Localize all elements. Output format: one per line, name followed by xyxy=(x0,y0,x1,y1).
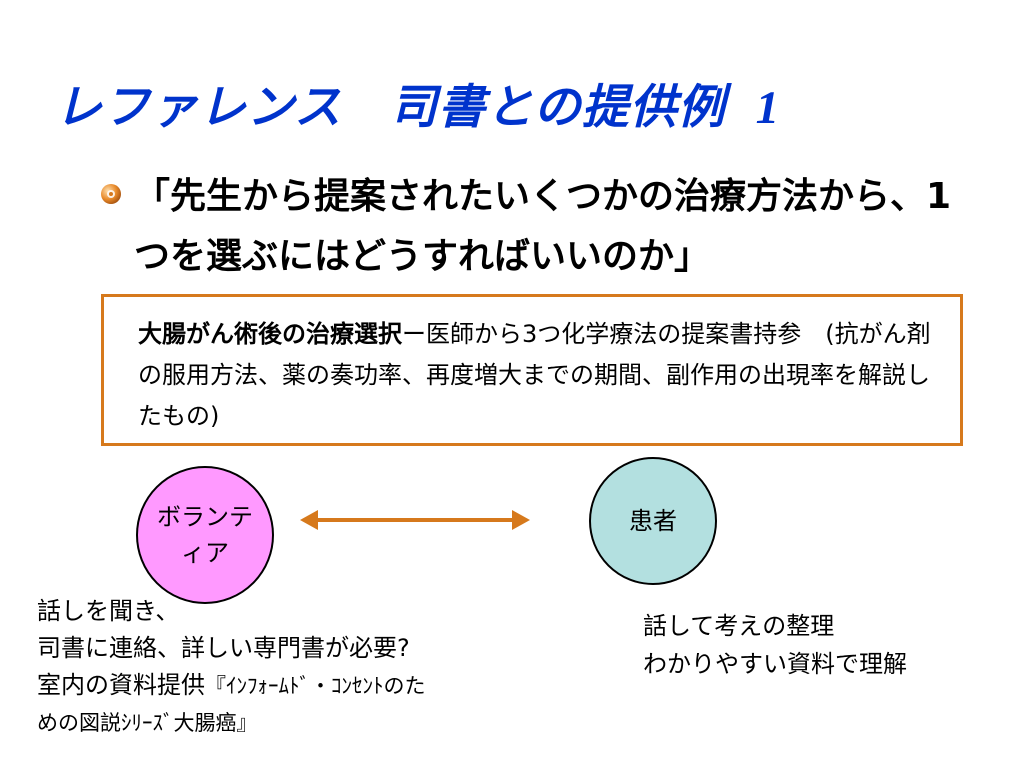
volunteer-note-line-3: 室内の資料提供『ｲﾝﾌｫｰﾑﾄﾞ・ｺﾝｾﾝﾄのた xyxy=(37,667,426,705)
slide-title-text: レファレンス 司書との提供例 xyxy=(55,80,726,135)
slide-title-number: 1 xyxy=(755,82,781,134)
explanation-box xyxy=(101,294,963,446)
slide-title: レファレンス 司書との提供例 1 xyxy=(55,68,780,137)
orange-sphere-bullet-icon xyxy=(101,184,121,204)
volunteer-note-line-2: 司書に連絡、詳しい専門書が必要? xyxy=(37,634,410,662)
patient-circle: 患者 xyxy=(589,457,717,585)
explanation-lead: 大腸がん術後の治療選択 xyxy=(138,320,402,348)
volunteer-notes: 話しを聞き、 司書に連絡、詳しい専門書が必要? 室内の資料提供『ｲﾝﾌｫｰﾑﾄﾞ… xyxy=(37,593,426,742)
volunteer-circle: ボランティア xyxy=(136,466,274,604)
patient-notes: 話して考えの整理 わかりやすい資料で理解 xyxy=(643,607,907,683)
patient-note-line-1: 話して考えの整理 xyxy=(643,612,835,640)
volunteer-note-line-3-main: 室内の資料提供 xyxy=(37,671,205,699)
explanation-text: 大腸がん術後の治療選択ー医師から3つ化学療法の提案書持参 (抗がん剤の服用方法、… xyxy=(138,314,938,437)
volunteer-note-line-4: めの図説ｼﾘｰｽﾞ大腸癌』 xyxy=(37,711,258,735)
volunteer-note-line-1: 話しを聞き、 xyxy=(37,597,180,625)
explanation-body: ー医師から3つ化学療法の提案書持参 (抗がん剤の服用方法、薬の奏功率、再度増大ま… xyxy=(138,320,931,430)
volunteer-note-line-3-title: 『ｲﾝﾌｫｰﾑﾄﾞ・ｺﾝｾﾝﾄのた xyxy=(205,674,426,698)
patient-note-line-2: わかりやすい資料で理解 xyxy=(643,650,907,678)
bullet-question: 「先生から提案されたいくつかの治療方法から、1つを選ぶにはどうすればいいのか」 xyxy=(134,176,952,277)
double-headed-arrow-icon xyxy=(300,510,530,530)
patient-label: 患者 xyxy=(629,507,677,535)
volunteer-label: ボランティア xyxy=(157,503,253,567)
